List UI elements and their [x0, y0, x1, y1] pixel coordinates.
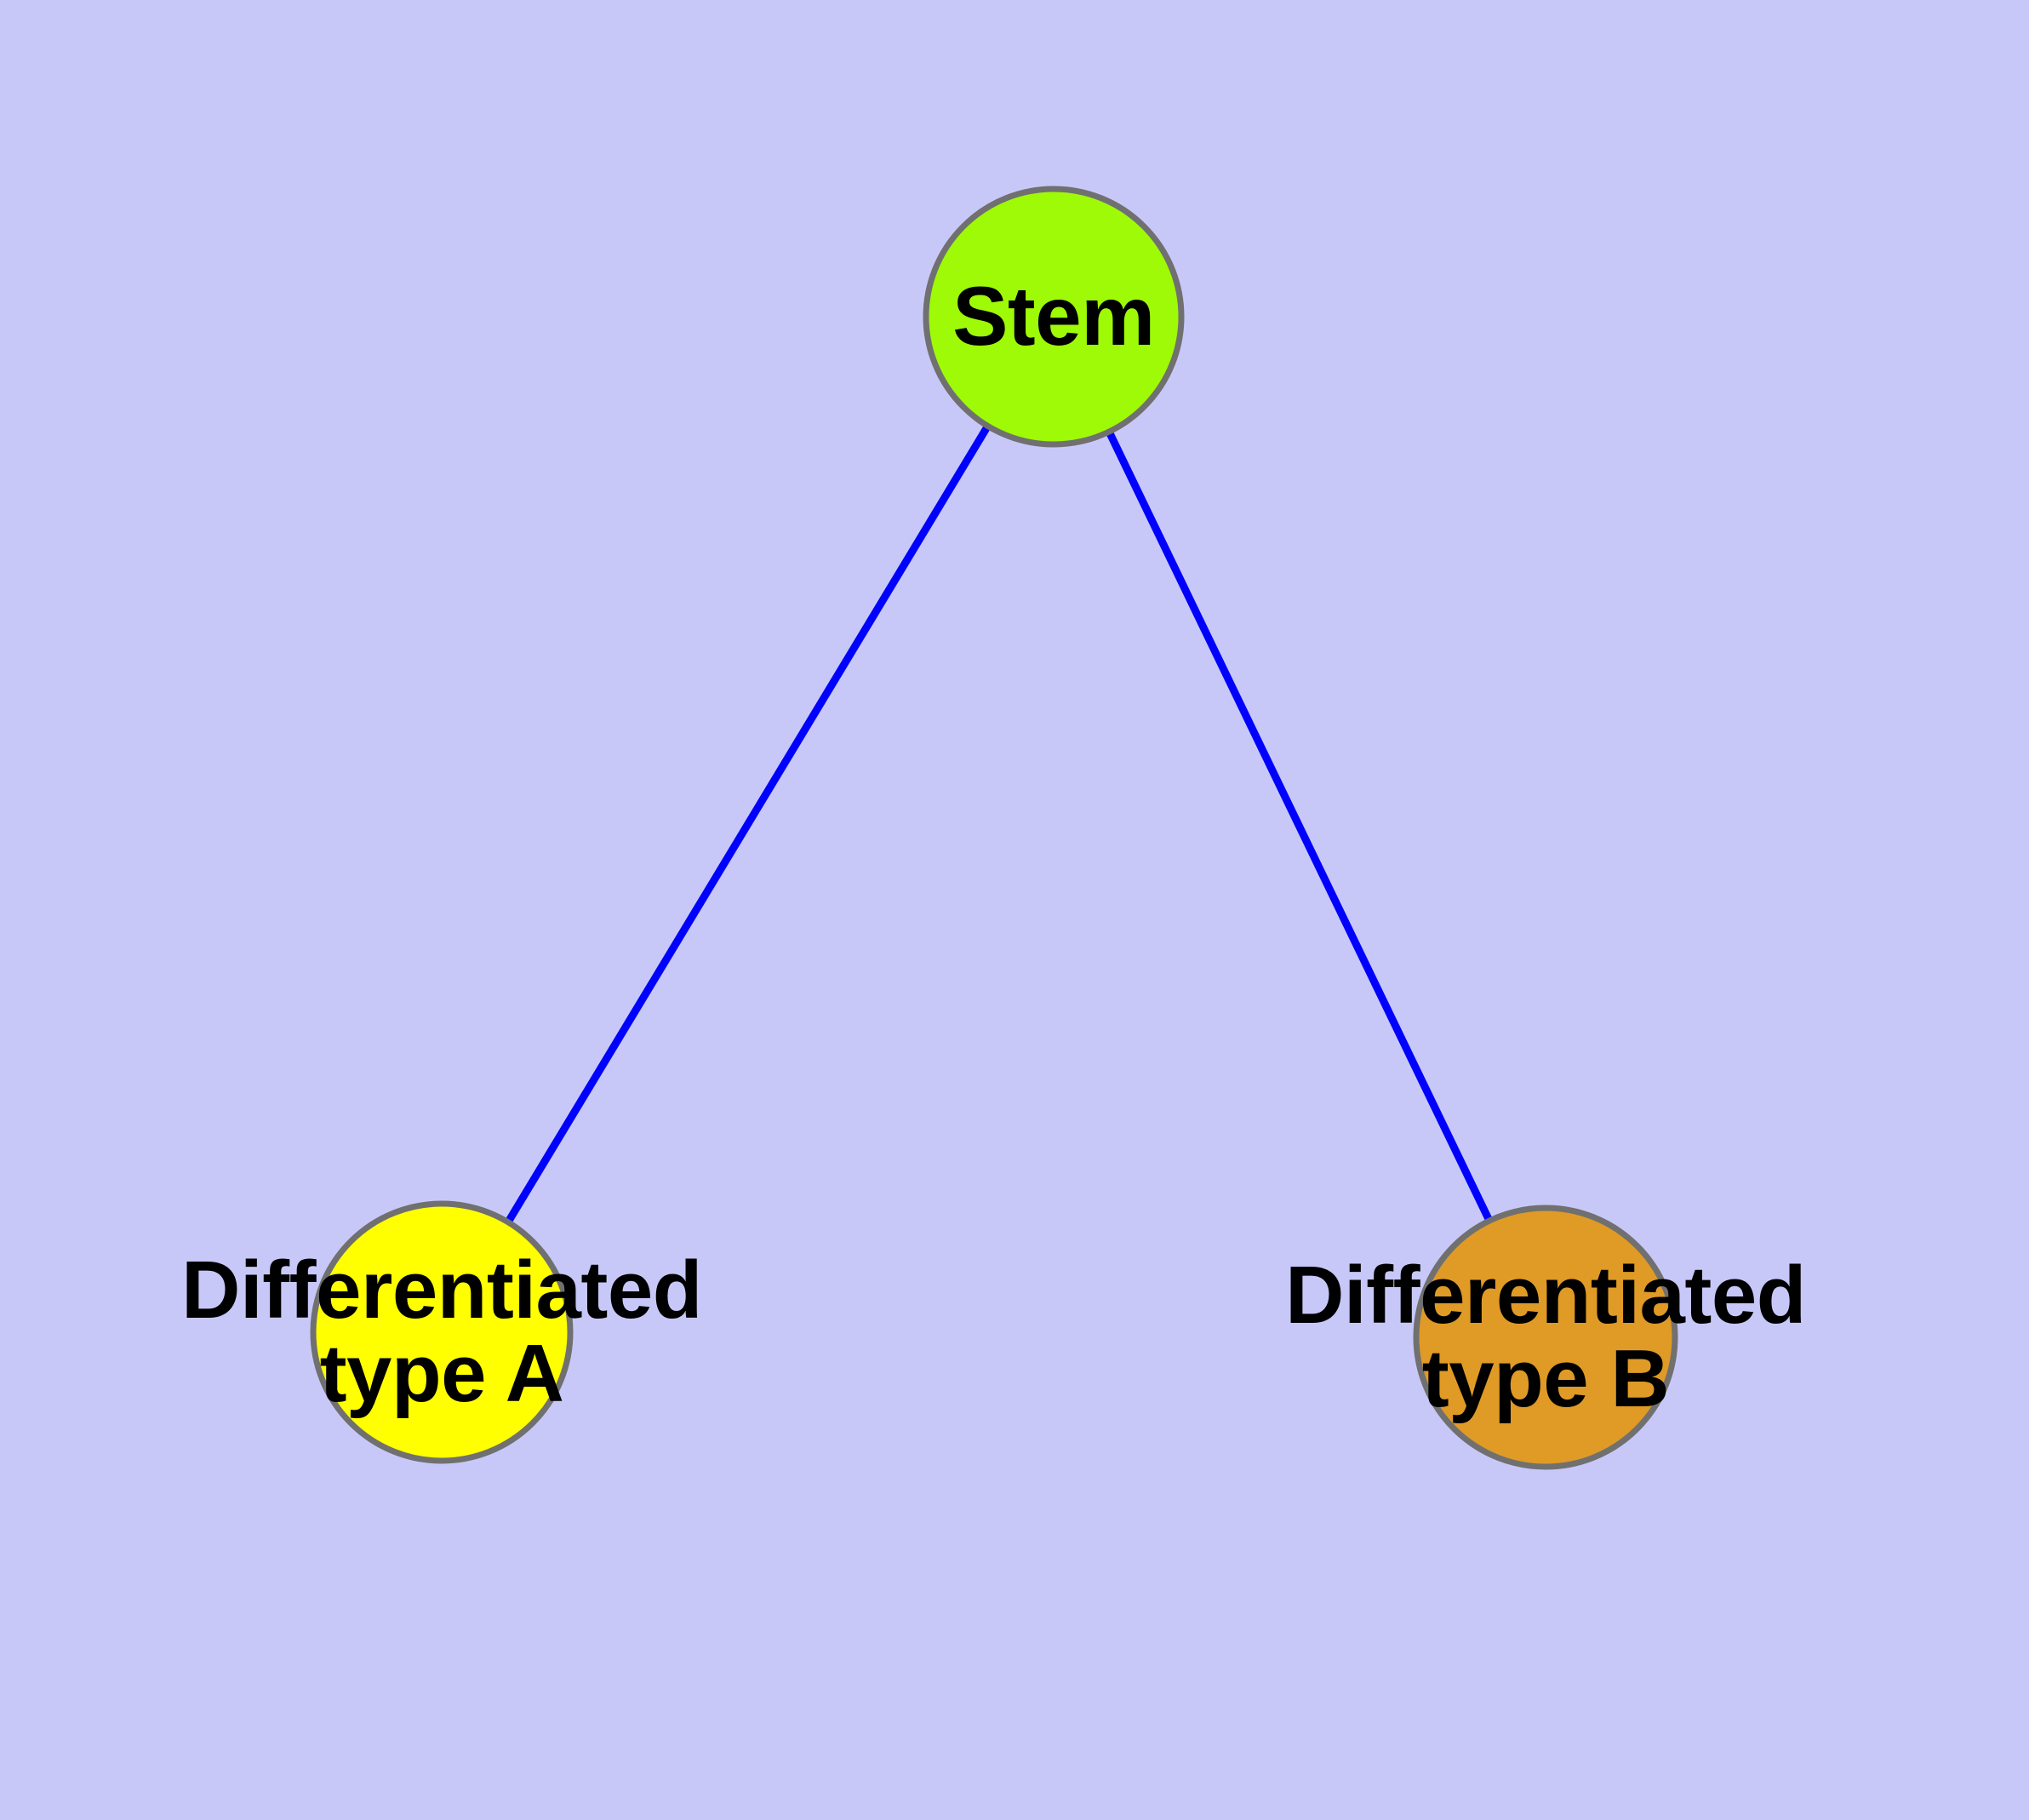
edge-stem-to-differentiated-b[interactable] [1106, 430, 1494, 1223]
edge-stem-to-differentiated-a[interactable] [505, 424, 992, 1224]
edge-layer [505, 424, 1494, 1224]
node-differentiated-type-a[interactable] [310, 1200, 574, 1464]
node-stem[interactable] [923, 186, 1185, 448]
node-layer [310, 186, 1678, 1470]
node-differentiated-type-b[interactable] [1413, 1205, 1678, 1470]
